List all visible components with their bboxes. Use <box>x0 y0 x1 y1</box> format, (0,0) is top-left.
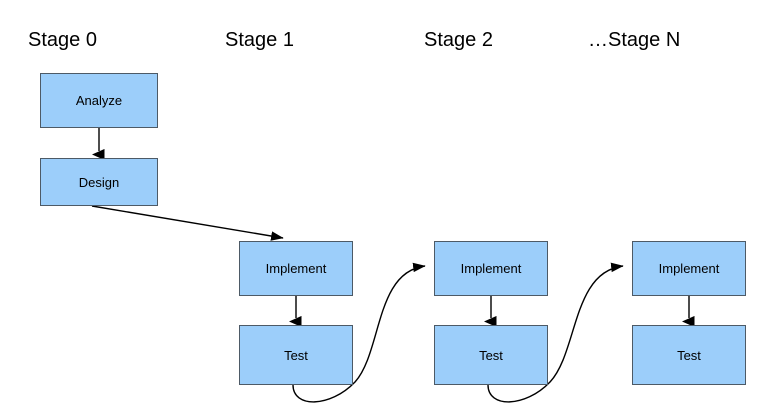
node-implement-stage-2-label: Implement <box>460 261 522 276</box>
node-implement-stage-1[interactable]: Implement <box>239 241 353 296</box>
node-test-stage-1-label: Test <box>284 347 308 363</box>
node-test-stage-n-label: Test <box>677 347 701 363</box>
node-design[interactable]: Design <box>40 158 158 206</box>
edge-test-1-to-implement-2 <box>292 262 426 403</box>
node-design-label: Design <box>78 174 120 190</box>
stage-header-stage-n: …Stage N <box>588 29 681 51</box>
stage-header-stage-2: Stage 2 <box>424 29 493 51</box>
node-test-stage-n[interactable]: Test <box>632 325 746 385</box>
node-implement-stage-n-label: Implement <box>658 261 720 276</box>
edge-test-2-to-implement-n <box>487 262 624 403</box>
stage-header-stage-0: Stage 0 <box>28 29 97 51</box>
node-test-stage-2-label: Test <box>479 347 503 363</box>
node-test-stage-1[interactable]: Test <box>239 325 353 385</box>
edge-design-to-implement-1 <box>91 205 284 241</box>
node-analyze-label: Analyze <box>75 93 123 108</box>
node-implement-stage-2[interactable]: Implement <box>434 241 548 296</box>
node-implement-stage-n[interactable]: Implement <box>632 241 746 296</box>
stage-header-stage-1: Stage 1 <box>225 29 294 51</box>
node-test-stage-2[interactable]: Test <box>434 325 548 385</box>
node-implement-stage-1-label: Implement <box>265 261 327 276</box>
node-analyze[interactable]: Analyze <box>40 73 158 128</box>
